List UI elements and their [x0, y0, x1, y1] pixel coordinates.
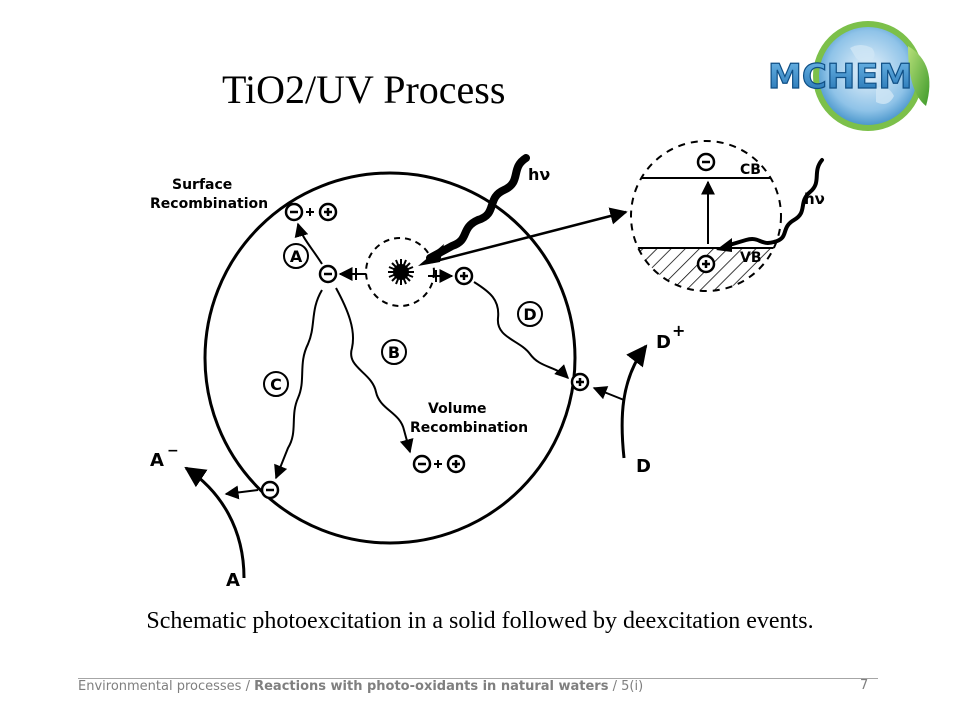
surface-recombination-pair [284, 202, 338, 222]
band-diagram-inset: CB VB hν [630, 140, 825, 292]
excitation-zone [365, 237, 435, 307]
vb-label: VB [740, 250, 762, 266]
photon-wave-main [426, 154, 530, 262]
svg-text:B: B [388, 343, 400, 362]
figure-caption: Schematic photoexcitation in a solid fol… [146, 608, 814, 634]
photon-arrowhead [418, 244, 444, 266]
a-minus-label: A [150, 450, 164, 471]
oxidation-arc [620, 344, 648, 459]
hv-label-main: hν [528, 165, 550, 184]
d-label: D [636, 456, 651, 477]
mchem-logo: MCHEM [767, 21, 930, 131]
d-plus-label: D [656, 332, 671, 353]
inset-electron [696, 152, 716, 172]
path-a-marker: A [283, 243, 309, 269]
a-label: A [226, 570, 240, 591]
electron-central [318, 264, 338, 284]
path-d-marker: D [517, 301, 543, 327]
hv-label-inset: hν [804, 190, 825, 208]
volume-label-1: Volume [428, 401, 487, 417]
reduction-arc [184, 466, 246, 579]
footer-prefix: Environmental processes / [78, 679, 255, 694]
volume-label-2: Recombination [410, 420, 528, 436]
hole-surface [570, 372, 590, 392]
volume-recombination-pair [412, 454, 466, 474]
svg-text:C: C [270, 375, 282, 394]
surface-label-1: Surface [172, 177, 232, 193]
svg-text:D: D [523, 305, 536, 324]
photon-wave-inset [724, 158, 824, 248]
hole-central [454, 266, 474, 286]
d-plus-superscript: + [672, 321, 685, 340]
inset-hole [696, 254, 716, 274]
path-c-marker: C [263, 371, 289, 397]
semiconductor-particle [203, 171, 577, 545]
svg-text:A: A [290, 247, 303, 266]
slide-footer: Environmental processes / Reactions with… [78, 678, 878, 694]
footer-suffix: / 5(i) [608, 679, 644, 694]
slide-title: TiO2/UV Process [222, 67, 506, 112]
excitation-burst-icon [388, 259, 414, 285]
footer-topic: Reactions with photo-oxidants in natural… [254, 679, 609, 694]
surface-label-2: Recombination [150, 196, 268, 212]
electron-surface [260, 480, 280, 500]
logo-wordmark: MCHEM [768, 57, 912, 97]
path-b-marker: B [381, 339, 407, 365]
a-minus-superscript: − [167, 443, 179, 459]
cb-label: CB [740, 162, 761, 178]
page-number: 7 [860, 678, 869, 693]
